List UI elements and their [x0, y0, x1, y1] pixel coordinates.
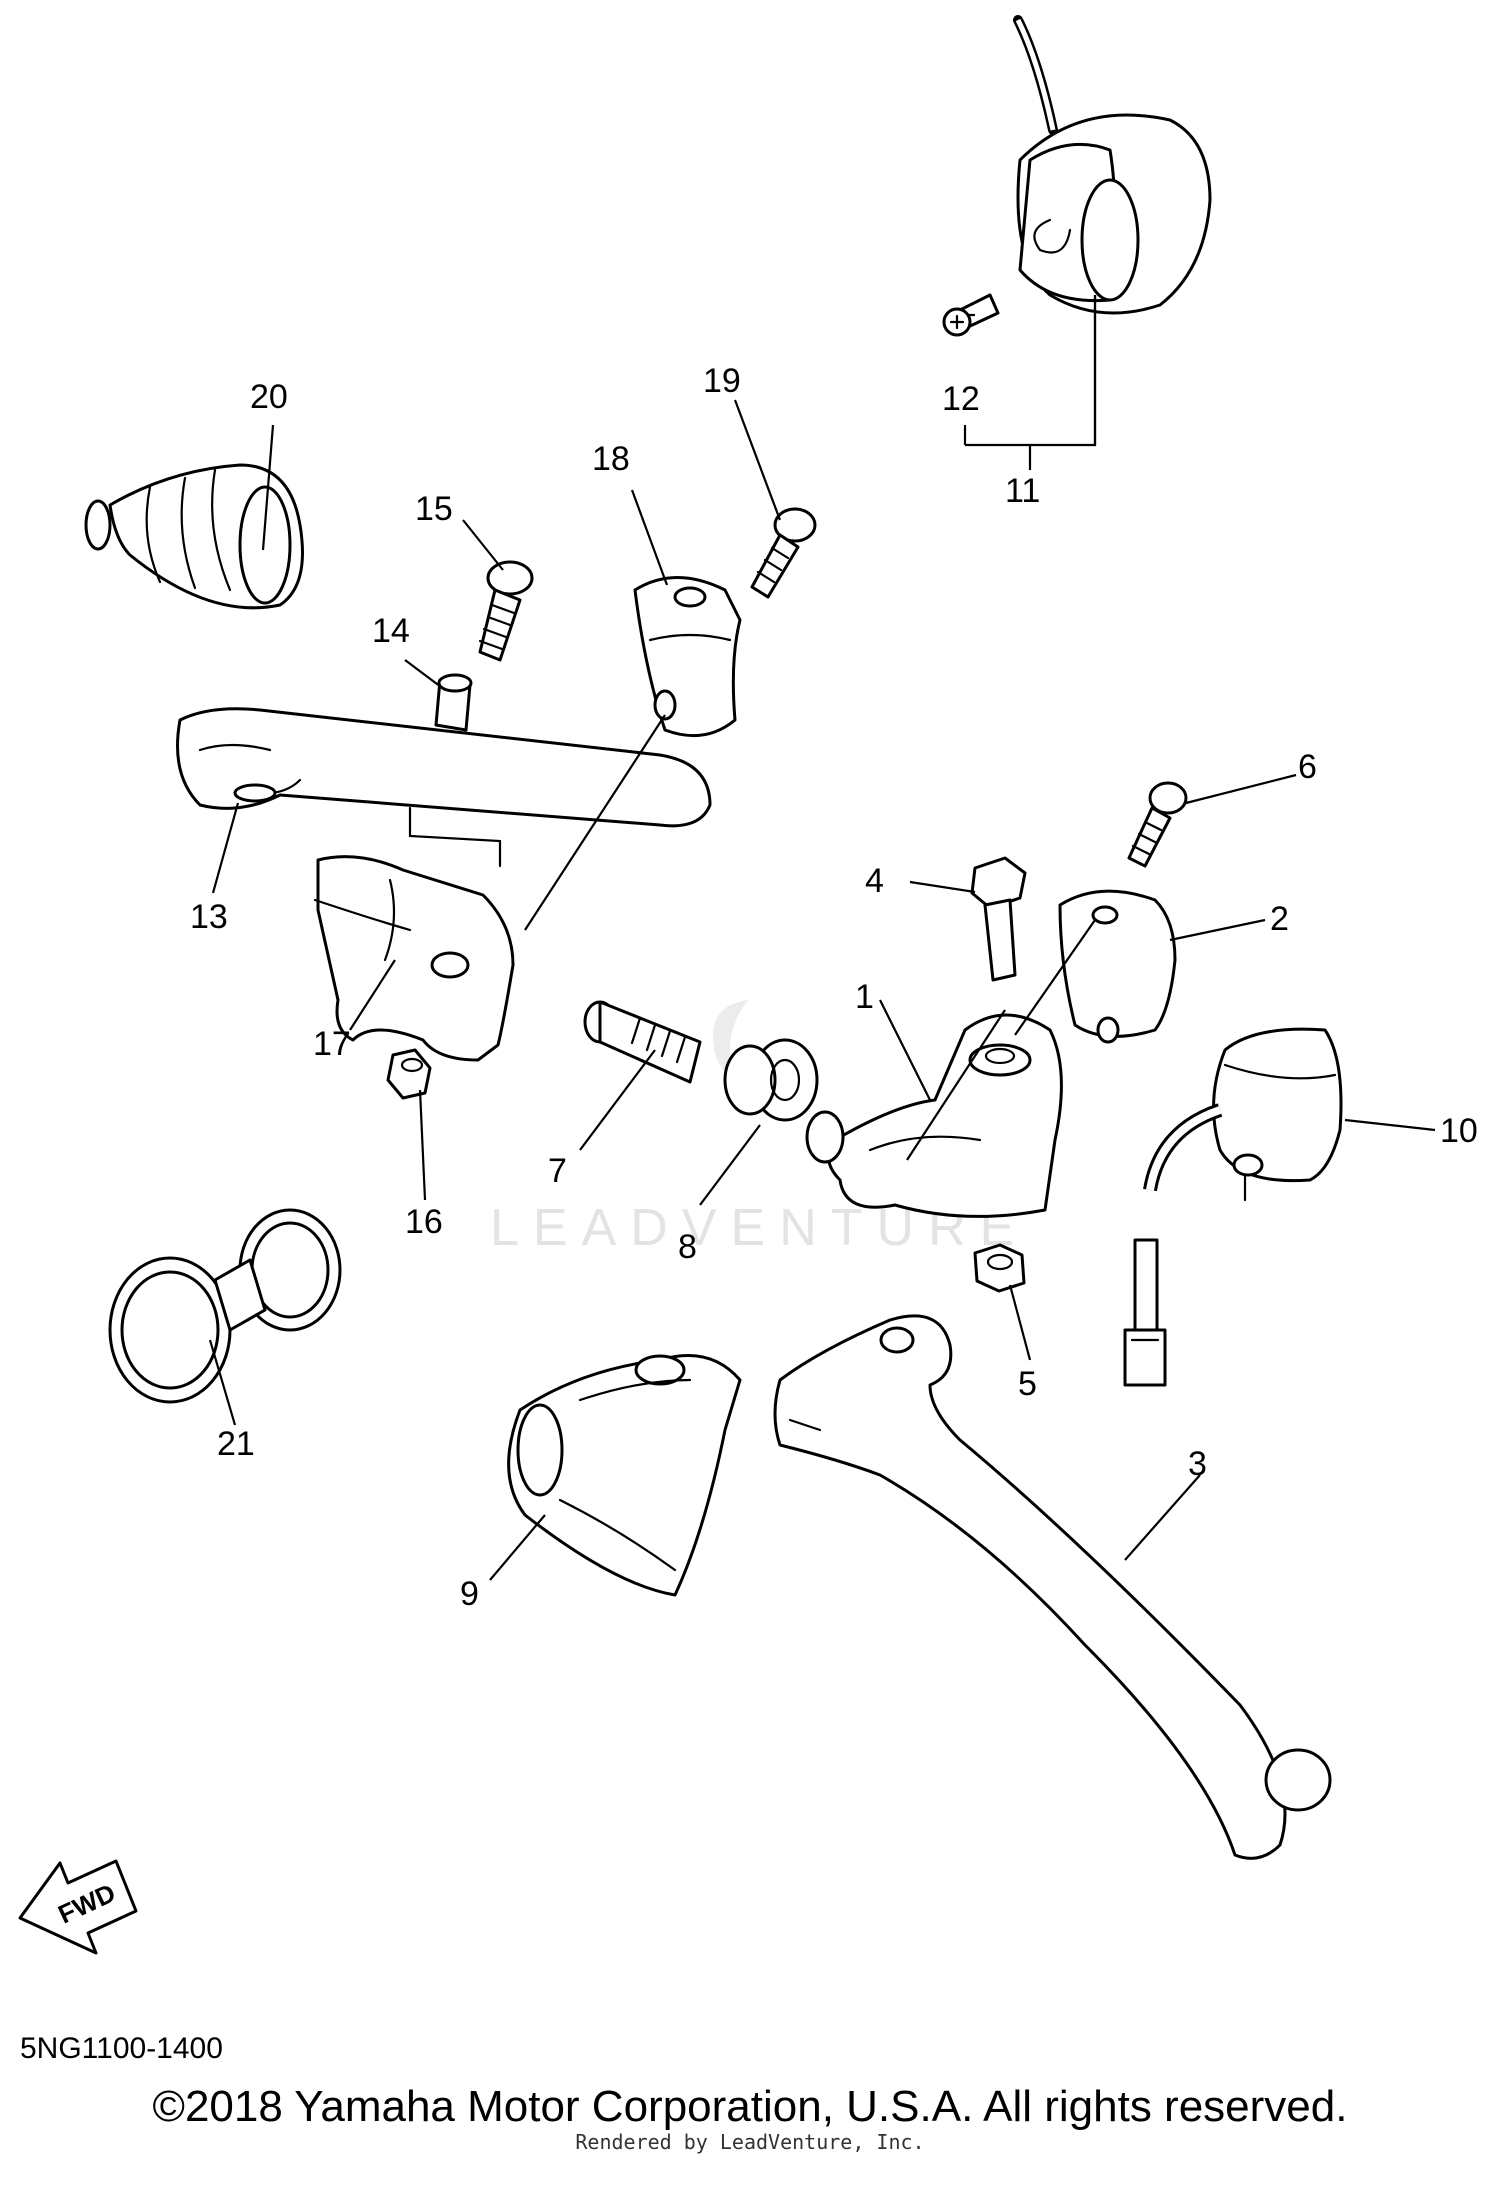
- dust-boot: [84, 463, 304, 610]
- leader-lines: [208, 295, 1436, 1581]
- nut-5: [973, 1243, 1026, 1293]
- screw-12: [942, 293, 1000, 337]
- callout-14: 14: [372, 612, 410, 650]
- fwd-arrow: FWD: [18, 1859, 138, 1955]
- callout-15: 15: [415, 490, 453, 528]
- bolt-6: [1127, 781, 1188, 868]
- bolt-4: [970, 856, 1027, 982]
- callout-7: 7: [548, 1152, 567, 1190]
- adjuster-7: [583, 1000, 702, 1084]
- callout-6: 6: [1298, 748, 1317, 786]
- copyright-notice: ©2018 Yamaha Motor Corporation, U.S.A. A…: [152, 2082, 1348, 2131]
- callout-11: 11: [1005, 472, 1040, 510]
- callout-9: 9: [460, 1575, 479, 1613]
- callout-8: 8: [678, 1228, 697, 1266]
- lever-holder-1: [805, 1013, 1063, 1218]
- callout-17: 17: [313, 1025, 351, 1063]
- switch-housing: [1013, 15, 1212, 315]
- clamp-21: [108, 1208, 342, 1404]
- callout-labels: 1 2 3 4 5 6 7 8 9 10 11 12 13 14 15 16 1…: [190, 362, 1478, 1613]
- nut-16: [386, 1048, 432, 1100]
- rendered-by: Rendered by LeadVenture, Inc.: [575, 2130, 925, 2154]
- lever-3: [773, 1314, 1332, 1860]
- switch-10: [1123, 1027, 1343, 1387]
- callout-10: 10: [1440, 1112, 1478, 1150]
- callout-16: 16: [405, 1203, 443, 1241]
- callout-1: 1: [855, 978, 874, 1016]
- callout-4: 4: [865, 862, 884, 900]
- callout-3: 3: [1188, 1445, 1207, 1483]
- lever-13: [176, 707, 712, 868]
- holder-18: [633, 576, 742, 738]
- callout-18: 18: [592, 440, 630, 478]
- bracket-17: [313, 855, 515, 1062]
- cover-9: [507, 1354, 742, 1597]
- callout-19: 19: [703, 362, 741, 400]
- bolt-19: [750, 507, 817, 599]
- locknut-8: [723, 1038, 819, 1122]
- clamp-2: [1058, 889, 1177, 1044]
- callout-21: 21: [217, 1425, 255, 1463]
- callout-5: 5: [1018, 1365, 1037, 1403]
- diagram-code: 5NG1100-1400: [20, 2032, 223, 2065]
- callout-20: 20: [250, 378, 288, 416]
- callout-2: 2: [1270, 900, 1289, 938]
- screw-15: [478, 560, 534, 662]
- callout-13: 13: [190, 898, 228, 936]
- callout-12: 12: [942, 380, 980, 418]
- spacer-14: [434, 673, 473, 732]
